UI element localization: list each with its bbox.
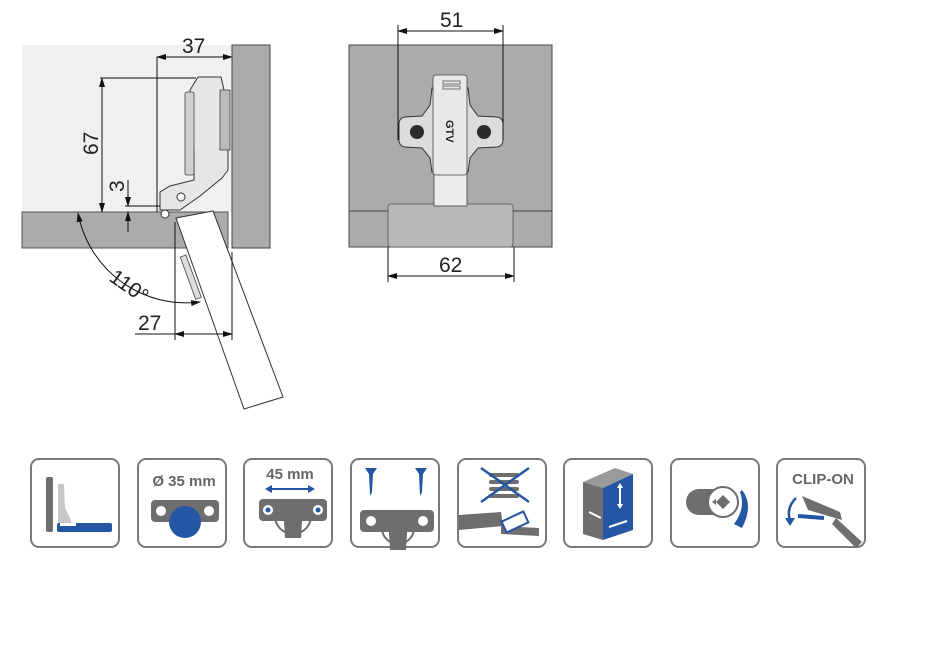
icon-screw-fixing [350,458,440,550]
dim-plate-width-label: 62 [439,254,462,277]
cam-adjustment-icon [686,486,748,528]
clip-on-label: CLIP-ON [792,471,854,488]
arm-slot [442,80,461,85]
mounting-plate [219,89,231,151]
screw-fixing-icon [360,468,434,550]
icon-cup-diameter: Ø 35 mm [137,458,227,548]
dim-angle-label: 110° [105,265,153,308]
icon-3d-adjustment [563,458,653,548]
screw-hole [477,125,491,139]
icon-full-overlay [30,458,120,548]
soft-close-no-spring-icon [459,466,539,536]
cabinet-side-panel [231,44,271,249]
icon-cam-adjustment [670,458,760,548]
dim-depth-label: 37 [182,35,205,58]
door-edge [387,203,514,248]
side-view: 37 67 3 110° 27 [21,35,284,410]
clip-on-icon: CLIP-ON [785,471,862,548]
dim-overlay-label: 3 [106,180,129,192]
front-view: GTV 51 62 [348,9,553,282]
full-overlay-icon [46,477,112,532]
hinge-pivot [176,192,186,202]
icon-clip-on: CLIP-ON [776,458,866,548]
brand-mark: GTV [443,120,455,143]
arm-slot [442,85,461,90]
dim-angle-arc [76,212,201,307]
dim-height-label: 67 [80,132,103,155]
technical-drawing: 37 67 3 110° 27 GTV 51 62 [21,9,553,410]
hinge-arm-front [432,74,468,176]
hinge-stem [433,169,468,207]
3d-adjustment-icon [583,468,633,540]
screw-hole [410,125,424,139]
cup-diameter-label: Ø 35 mm [152,473,215,490]
screw-spacing-icon: 45 mm [259,466,327,538]
screw-spacing-label: 45 mm [266,466,314,483]
dim-hole-spacing-label: 51 [440,9,463,32]
icon-no-spring [457,458,547,548]
hinge-cover [184,91,195,176]
icon-screw-spacing: 45 mm [243,458,333,548]
cup-diameter-icon: Ø 35 mm [151,473,219,538]
hinge-pivot [160,209,170,219]
dim-clearance-label: 27 [138,312,161,335]
